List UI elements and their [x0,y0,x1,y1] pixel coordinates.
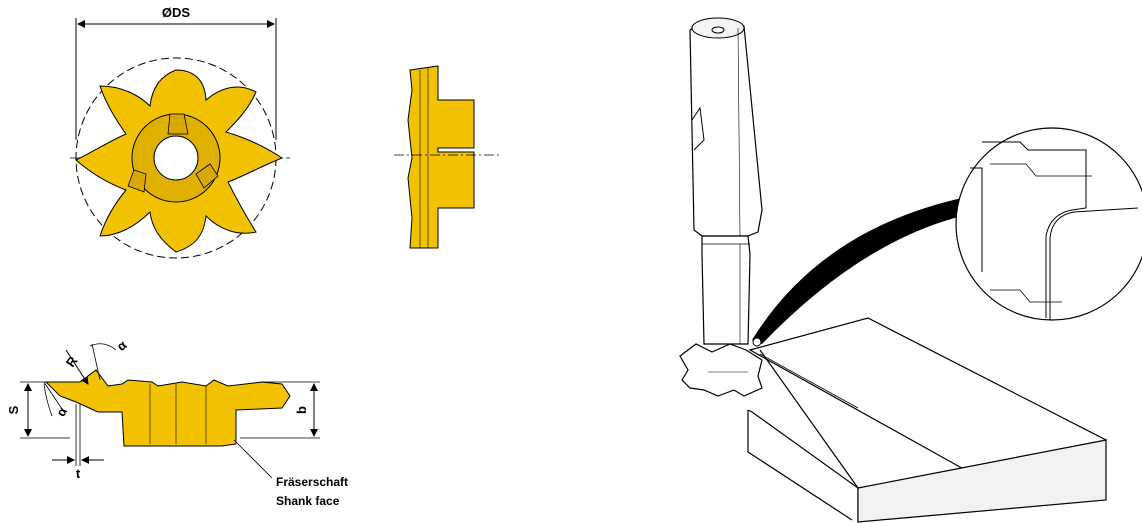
block-left-face [747,410,853,521]
diameter-label: ØDS [162,5,191,20]
insert-top-view: ØDS [70,5,290,259]
tool-neck [701,235,751,345]
shank-face-de-label: Fräserschaft [276,475,348,489]
insert-side-view [394,65,500,249]
block-right-face [857,439,1107,523]
radius-leader [65,349,89,385]
shank-face-leader [233,439,273,479]
milling-scene [679,17,1142,523]
tool-shank [689,20,763,237]
radius-label: R [63,353,81,370]
shank-face-en-label: Shank face [276,494,340,508]
s-label: S [6,405,21,414]
insert-profile-view: S b t R α α Fräserschaft Shank face [6,337,348,508]
detail-magnifier [955,127,1142,321]
profile-body [44,369,291,447]
insert-bore [153,135,199,181]
b-label: b [294,406,309,414]
alpha-bottom-label: α [53,405,70,419]
tool-cutter-head [679,343,763,397]
alpha-top-label: α [114,337,130,354]
side-view-body [407,65,475,249]
callout-wedge [752,198,962,344]
t-label: t [76,466,81,481]
